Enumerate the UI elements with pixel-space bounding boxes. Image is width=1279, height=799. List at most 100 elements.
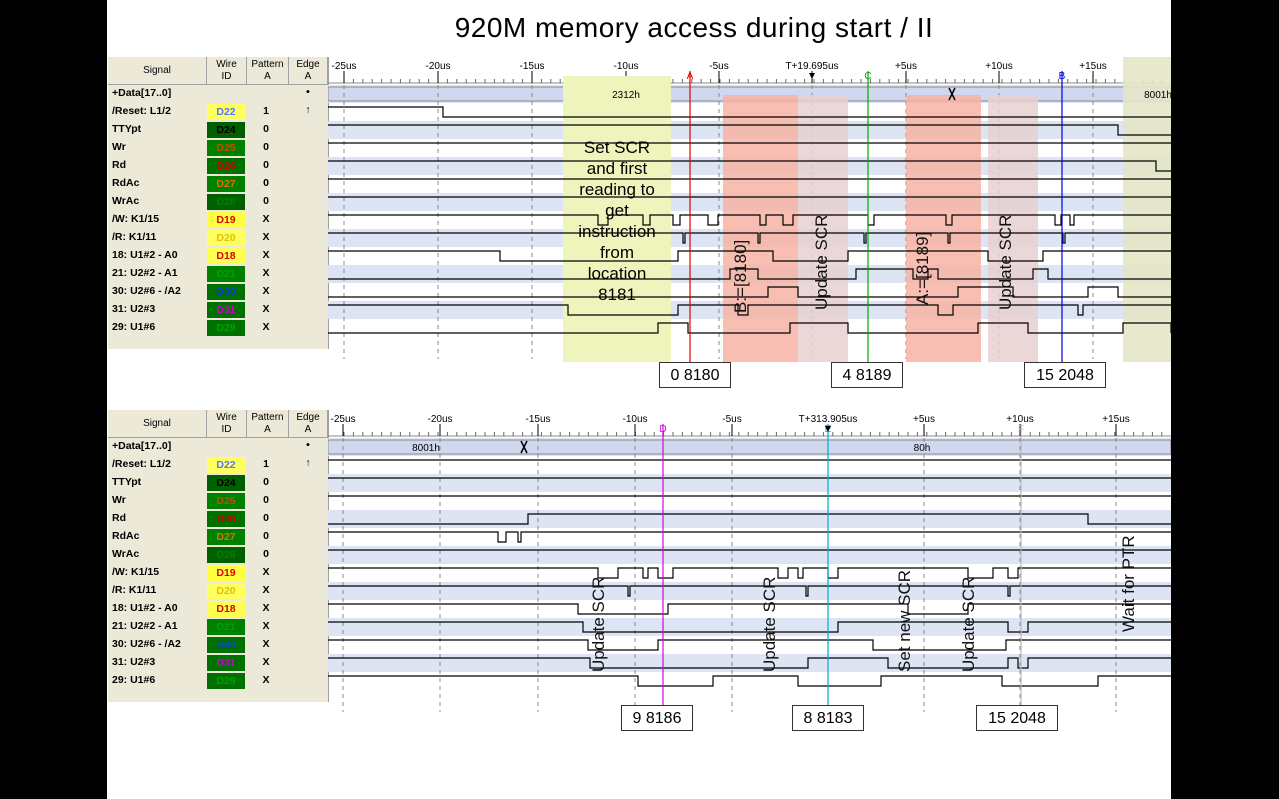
annotation-vertical-label: Update SCR <box>959 576 978 672</box>
row-band <box>328 654 1171 672</box>
pattern-value: 0 <box>263 159 269 171</box>
time-tick-label: T+19.695us <box>785 61 838 72</box>
signal-row[interactable]: +Data[17..0]• <box>108 85 328 103</box>
time-tick-label: -25us <box>331 61 356 72</box>
wire-id-badge: D22 <box>207 104 245 120</box>
row-band <box>328 510 1171 528</box>
pattern-value: 0 <box>263 123 269 135</box>
signal-name: 30: U2#6 - /A2 <box>112 285 181 297</box>
column-header-signal: Signal <box>108 410 207 438</box>
wire-id-badge: D20 <box>207 583 245 599</box>
wire-id-badge: D27 <box>207 176 245 192</box>
signal-waveform <box>328 286 1171 298</box>
time-tick-label: +15us <box>1079 61 1107 72</box>
time-tick-label: +5us <box>913 414 935 425</box>
address-box: 15 2048 <box>1024 362 1106 388</box>
wire-id-badge: D30 <box>207 637 245 653</box>
wire-id-badge: D25 <box>207 493 245 509</box>
wire-id-badge: D29 <box>207 320 245 336</box>
pattern-value: 0 <box>263 177 269 189</box>
column-header-pattern: Pattern A <box>247 57 289 85</box>
signal-row[interactable]: /Reset: L1/2 D22 1 ↑ <box>108 103 328 121</box>
annotation-text: Set SCR and first reading to get instruc… <box>578 138 656 304</box>
signal-name: WrAc <box>112 195 140 207</box>
annotation-highlight <box>723 95 798 362</box>
pattern-value: X <box>262 620 270 632</box>
wire-id-badge: D21 <box>207 619 245 635</box>
marker-label: B <box>1059 71 1066 82</box>
time-tick-label: -20us <box>425 61 450 72</box>
edge-value: ↑ <box>305 104 311 116</box>
time-tick-label: T+313.905us <box>799 414 858 425</box>
wire-id-badge: D22 <box>207 457 245 473</box>
signal-name: /Reset: L1/2 <box>112 458 171 470</box>
pattern-value: X <box>262 285 270 297</box>
annotation-highlight <box>1123 57 1171 362</box>
pattern-value: 0 <box>263 512 269 524</box>
address-box: 9 8186 <box>621 705 693 731</box>
bus-value: 8001h <box>412 443 440 454</box>
wire-id-badge: D29 <box>207 673 245 689</box>
signal-name: TTYpt <box>112 123 142 135</box>
signal-name: 30: U2#6 - /A2 <box>112 638 181 650</box>
pattern-value: X <box>262 656 270 668</box>
column-header-edge: Edge A <box>289 410 328 438</box>
time-tick-label: +15us <box>1102 414 1130 425</box>
pattern-value: 1 <box>263 105 269 117</box>
time-tick-label: -5us <box>709 61 728 72</box>
column-header-pattern: Pattern A <box>247 410 289 438</box>
signal-row[interactable]: +Data[17..0]• <box>108 438 328 456</box>
signal-name: /Reset: L1/2 <box>112 105 171 117</box>
pattern-value: X <box>262 602 270 614</box>
time-tick-label: +10us <box>985 61 1013 72</box>
signal-name: 21: U2#2 - A1 <box>112 267 178 279</box>
column-header-wire: Wire ID <box>207 57 247 85</box>
signal-name: /R: K1/11 <box>112 584 157 596</box>
row-band <box>328 546 1171 564</box>
wire-id-badge: D31 <box>207 655 245 671</box>
annotation-vertical-label: Update SCR <box>760 576 779 672</box>
bus-value: 2312h <box>612 90 640 101</box>
wire-id-badge: D25 <box>207 140 245 156</box>
edge-value: ↑ <box>305 457 311 469</box>
signal-name: 18: U1#2 - A0 <box>112 602 178 614</box>
pattern-value: X <box>262 674 270 686</box>
time-tick-label: +5us <box>895 61 917 72</box>
signal-waveform <box>328 585 1171 597</box>
signal-name: /W: K1/15 <box>112 213 160 225</box>
trigger-marker <box>825 426 831 432</box>
pattern-value: 0 <box>263 530 269 542</box>
signal-name: RdAc <box>112 177 140 189</box>
annotation-vertical-label: Wait for PTR <box>1119 535 1138 632</box>
signal-waveform <box>328 675 1171 687</box>
edge-value: • <box>306 86 310 98</box>
signal-row[interactable]: RdAc D27 0 <box>108 175 328 193</box>
